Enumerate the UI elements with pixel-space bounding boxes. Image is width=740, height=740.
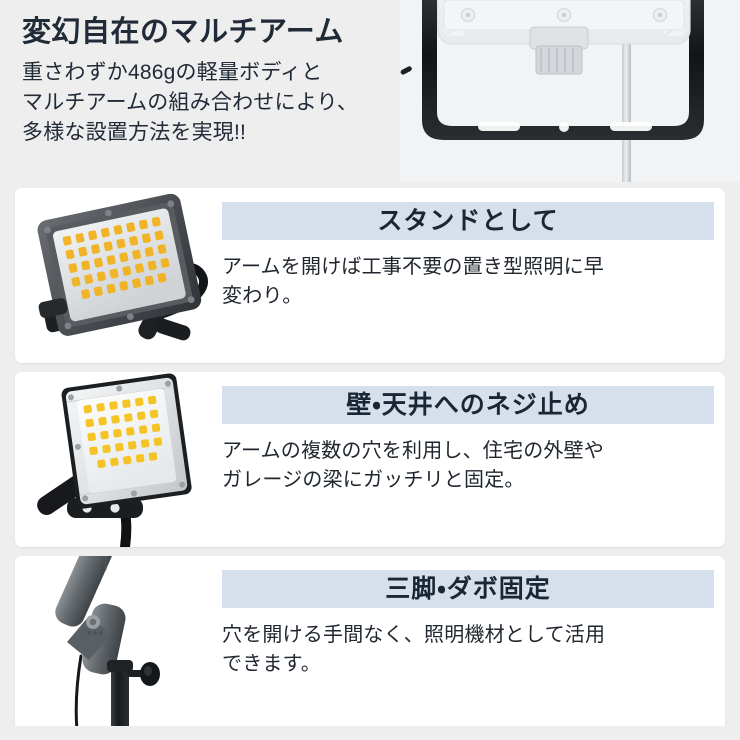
feature-photo-wall-ceiling-screw [15, 372, 222, 547]
feature-card-stand: スタンドとして アームを開けば工事不要の置き型照明に早 変わり。 [15, 188, 725, 363]
hero-floodlight-body [437, 0, 691, 45]
hero-section: 変幻自在のマルチアーム 重さわずか486gの軽量ボディと マルチアームの組み合わ… [0, 0, 740, 188]
tripod-arm [55, 556, 129, 675]
floodlight-body [61, 373, 192, 509]
feature-photo-stand [15, 188, 222, 363]
feature-description-tripod-dowel: 穴を開ける手間なく、照明機材として活用 できます。 [222, 621, 714, 679]
feature-heading-tripod-dowel: 三脚・ダボ固定 [222, 570, 714, 608]
feature-body-stand: スタンドとして アームを開けば工事不要の置き型照明に早 変わり。 [222, 188, 725, 363]
floodlight-body [37, 193, 202, 336]
hero-copy: 変幻自在のマルチアーム 重さわずか486gの軽量ボディと マルチアームの組み合わ… [22, 16, 452, 148]
feature-description-stand-line-1: アームを開けば工事不要の置き型照明に早 [222, 256, 604, 278]
feature-card-tripod-dowel: 三脚・ダボ固定 穴を開ける手間なく、照明機材として活用 できます。 [15, 556, 725, 731]
footer-spacer [0, 726, 740, 740]
hero-cable-gland [529, 26, 589, 75]
feature-card-list: スタンドとして アームを開けば工事不要の置き型照明に早 変わり。 [0, 188, 740, 740]
hero-mount-arm [422, 0, 704, 140]
feature-description-tripod-dowel-line-2: できます。 [222, 653, 321, 675]
feature-body-wall-ceiling-screw: 壁・天井へのネジ止め アームの複数の穴を利用し、住宅の外壁や ガレージの梁にガッ… [222, 372, 725, 547]
hero-description: 重さわずか486gの軽量ボディと マルチアームの組み合わせにより、 多様な設置方… [22, 58, 452, 147]
page-title: 変幻自在のマルチアーム [22, 16, 344, 48]
feature-description-stand: アームを開けば工事不要の置き型照明に早 変わり。 [222, 253, 714, 311]
locking-knob [127, 662, 160, 686]
feature-description-wall-ceiling-screw: アームの複数の穴を利用し、住宅の外壁や ガレージの梁にガッチリと固定。 [222, 437, 714, 495]
hero-description-line-3: 多様な設置方法を実現!! [22, 120, 247, 144]
feature-heading-wall-ceiling-screw: 壁・天井へのネジ止め [222, 386, 714, 424]
hero-description-line-1: 重さわずか486gの軽量ボディと [22, 61, 323, 85]
led-array [83, 395, 163, 469]
feature-photo-tripod-dowel [15, 556, 222, 731]
feature-description-stand-line-2: 変わり。 [222, 285, 303, 307]
hero-product-photo [400, 0, 740, 182]
feature-card-wall-ceiling-screw: 壁・天井へのネジ止め アームの複数の穴を利用し、住宅の外壁や ガレージの梁にガッ… [15, 372, 725, 547]
feature-description-wall-ceiling-screw-line-2: ガレージの梁にガッチリと固定。 [222, 469, 525, 491]
feature-heading-stand: スタンドとして [222, 202, 714, 240]
led-array [62, 216, 170, 299]
hero-description-line-2: マルチアームの組み合わせにより、 [22, 91, 359, 115]
feature-description-wall-ceiling-screw-line-1: アームの複数の穴を利用し、住宅の外壁や [222, 440, 604, 462]
feature-description-tripod-dowel-line-1: 穴を開ける手間なく、照明機材として活用 [222, 624, 606, 646]
tripod-pole [107, 660, 133, 731]
feature-body-tripod-dowel: 三脚・ダボ固定 穴を開ける手間なく、照明機材として活用 できます。 [222, 556, 725, 731]
